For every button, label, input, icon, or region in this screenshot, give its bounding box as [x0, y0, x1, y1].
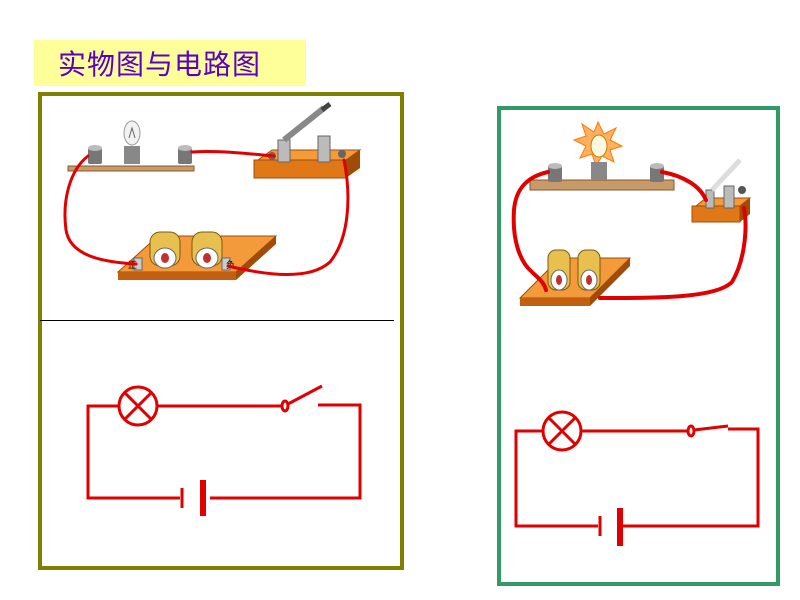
lamp-terminal-left-right — [548, 163, 562, 182]
switch-symbol-right-icon — [686, 424, 729, 438]
wire-switch-to-battery — [226, 158, 350, 276]
cell-symbol-right-icon — [598, 508, 623, 546]
bulb-icon — [123, 120, 141, 164]
lamp-symbol-icon — [117, 385, 159, 427]
left-panel-frame — [38, 92, 404, 570]
wire-right-lamp-to-switch — [660, 170, 708, 202]
right-circuit-schematic — [514, 427, 760, 528]
right-physical-wires — [511, 170, 748, 300]
wire-right-switch-to-battery — [598, 206, 748, 300]
right-physical-setup — [511, 120, 752, 306]
left-circuit-schematic — [86, 403, 362, 500]
left-physical-wires — [63, 149, 350, 276]
lit-bulb-icon — [572, 120, 624, 180]
wire-lamp-to-switch — [190, 149, 276, 158]
title-banner: 实物图与电路图 — [34, 40, 306, 86]
battery-holder-icon — [116, 231, 278, 280]
switch-symbol-icon — [280, 384, 323, 413]
cell-symbol-icon — [180, 480, 206, 516]
right-panel-frame — [497, 106, 780, 586]
wire-lamp-to-battery — [63, 154, 138, 266]
left-physical-setup: 正 负 — [63, 102, 362, 280]
knife-switch-icon — [253, 102, 362, 179]
page-title: 实物图与电路图 — [58, 48, 262, 81]
lamp-terminal-right — [178, 145, 192, 164]
wire-right-lamp-to-battery — [511, 170, 550, 292]
lamp-symbol-right-icon — [541, 410, 583, 452]
battery-holder-small-icon — [518, 249, 632, 306]
lamp-terminal-right-right — [650, 163, 664, 182]
lamp-terminal-left — [88, 145, 102, 164]
battery-label-negative: 负 — [226, 259, 235, 271]
wire-right-schematic-left — [514, 429, 598, 528]
wire-schematic-right — [210, 403, 362, 500]
wire-right-schematic-right — [622, 427, 760, 528]
wire-schematic-left — [86, 404, 180, 500]
lamp-board — [67, 165, 195, 172]
battery-label-positive: 正 — [128, 261, 137, 271]
left-panel-divider — [40, 320, 394, 321]
